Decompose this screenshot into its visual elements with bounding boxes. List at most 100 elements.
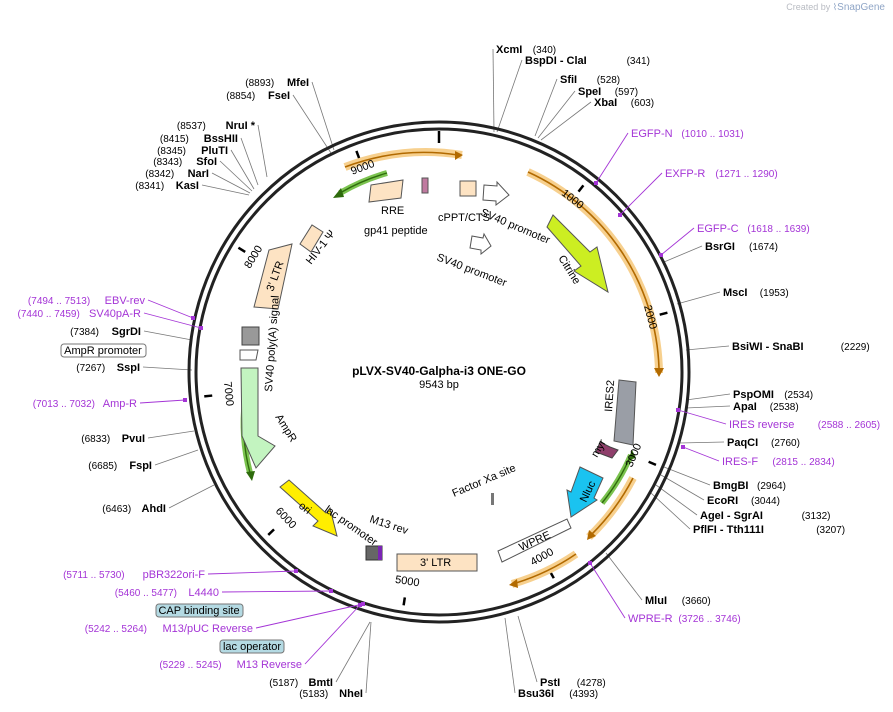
- site-name-fsei: FseI: [268, 90, 290, 102]
- leader-nari: [211, 172, 251, 194]
- green-arrowhead-top: [333, 188, 344, 198]
- site-pos-bsu36i: (4393): [569, 689, 598, 700]
- site-msci: MscI(1953): [723, 287, 789, 299]
- primer-amp-r: Amp-R(7013 .. 7032): [33, 398, 137, 410]
- site-name-bspdi: BspDI - ClaI: [525, 55, 587, 67]
- leader-agei: [655, 484, 698, 516]
- site-name-pspomi: PspOMI: [733, 389, 774, 401]
- leader-pluti: [230, 149, 255, 190]
- tick-6000: [267, 528, 275, 536]
- site-name-apai: ApaI: [733, 401, 757, 413]
- site-pos-nhei: (5183): [299, 689, 328, 700]
- primer-leader-egfp-c: [660, 227, 695, 256]
- primer-name-l4440: L4440: [188, 587, 219, 599]
- site-name-bsrgi: BsrGI: [705, 241, 735, 253]
- primer-range-egfp-c: (1618 .. 1639): [747, 224, 809, 235]
- site-pos-sfoi: (8343): [153, 157, 182, 168]
- primer-range-sv40pa-r: (7440 .. 7459): [18, 309, 80, 320]
- tick-7000: [204, 394, 213, 398]
- site-pos-xcmi: (340): [533, 45, 556, 56]
- sv40-promoter-1-feature: [482, 180, 510, 207]
- tick-1000: [577, 184, 585, 193]
- site-kasi: KasI (8341): [135, 180, 199, 192]
- site-name-ahdi: AhdI: [142, 503, 166, 515]
- site-xbai: XbaI(603): [594, 97, 654, 109]
- site-pos-mfei: (8893): [245, 78, 274, 89]
- leader-spei: [537, 90, 576, 139]
- site-name-nrui: NruI *: [226, 120, 256, 132]
- site-name-xbai: XbaI: [594, 97, 617, 109]
- gp41-peptide-feature: [421, 177, 429, 194]
- site-pos-fsei: (8854): [226, 91, 255, 102]
- site-bspdi: BspDI - ClaI (341): [525, 55, 650, 67]
- site-bsrgi: BsrGI (1674): [705, 241, 778, 253]
- site-name-kasi: KasI: [176, 180, 199, 192]
- site-pos-ahdi: (6463): [102, 504, 131, 515]
- site-name-nhei: NheI: [339, 688, 363, 700]
- leader-lines: [142, 48, 731, 694]
- leader-xbai: [540, 101, 592, 141]
- primer-range-m13-puc-reverse: (5242 .. 5264): [85, 624, 147, 635]
- site-pos-pvui: (6833): [81, 434, 110, 445]
- site-name-sfoi: SfoI: [196, 156, 217, 168]
- snapgene-credit: Created by ⌇SnapGene: [786, 2, 885, 13]
- cppt-label: cPPT/CTS: [438, 212, 490, 224]
- site-name-agei: AgeI - SgrAI: [700, 510, 763, 522]
- site-pos-bsrgi: (1674): [749, 242, 778, 253]
- site-pos-msci: (1953): [760, 288, 789, 299]
- leader-pspomi: [685, 393, 731, 401]
- plasmid-name: pLVX-SV40-Galpha-i3 ONE-GO: [352, 364, 526, 378]
- lac-operator-label: lac operator: [223, 641, 281, 653]
- tick-label-6000: 6000: [273, 505, 299, 531]
- site-bmti: BmtI(5187): [269, 677, 333, 689]
- primer-egfp-n: EGFP-N(1010 .. 1031): [631, 128, 744, 140]
- ltr3-feature: [396, 553, 478, 572]
- ori-label: ori: [296, 500, 313, 517]
- primer-mark-l4440: [329, 589, 333, 593]
- ampr-feature: [240, 367, 276, 469]
- backbone-outer: [187, 120, 691, 624]
- leader-mfei: [311, 81, 335, 151]
- site-pos-bsshii: (8415): [160, 134, 189, 145]
- site-pos-bmti: (5187): [269, 678, 298, 689]
- citrine-feature: [546, 214, 609, 294]
- site-name-pflfi: PflFI - Tth111I: [693, 524, 764, 536]
- site-name-nari: NarI: [188, 168, 209, 180]
- site-name-psti: PstI: [540, 677, 560, 689]
- site-pvui: PvuI(6833): [81, 433, 145, 445]
- tick-label-5000: 5000: [394, 574, 420, 590]
- site-name-paqci: PaqCI: [727, 437, 758, 449]
- site-ecori: EcoRI(3044): [707, 495, 780, 507]
- site-pos-mlui: (3660): [682, 596, 711, 607]
- ires2-feature: [613, 379, 637, 446]
- primer-leader-m13-reverse: [304, 604, 361, 665]
- primer-range-pbr322ori-f: (5711 .. 5730): [63, 570, 125, 581]
- site-pos-agei: (3132): [802, 511, 831, 522]
- leader-kasi: [201, 184, 250, 196]
- site-name-mfei: MfeI: [287, 77, 309, 89]
- wpre-feature: [497, 518, 572, 563]
- site-pos-kasi: (8341): [135, 181, 164, 192]
- primer-mark-ires-f: [681, 445, 685, 449]
- primer-mark-wpre-r: [588, 561, 592, 565]
- lac-operator-box: lac operator: [219, 639, 285, 654]
- primer-name-sv40pa-r: SV40pA-R: [89, 308, 141, 320]
- site-pos-bspdi: (341): [627, 56, 650, 67]
- site-name-bsiwi: BsiWI - SnaBI: [732, 341, 804, 353]
- m13-rev-feature: [378, 546, 382, 560]
- orange-arrowhead-citrine: [654, 368, 664, 377]
- site-agei: AgeI - SgrAI (3132): [700, 510, 831, 522]
- primer-leader-l4440: [221, 590, 332, 593]
- tick-marks: [204, 150, 668, 606]
- primer-range-ires-f: (2815 .. 2834): [772, 457, 834, 468]
- site-name-pluti: PluTI: [201, 145, 228, 157]
- primer-mark-m13-puc-reverse: [361, 602, 365, 606]
- site-nhei: NheI (5183): [299, 688, 363, 700]
- site-name-sgrdi: SgrDI: [112, 326, 141, 338]
- rre-label: RRE: [381, 205, 404, 217]
- primer-range-ires-reverse: (2588 .. 2605): [818, 420, 880, 431]
- site-pos-ecori: (3044): [751, 496, 780, 507]
- leader-nrui: [257, 124, 268, 178]
- primer-exfp-r: EXFP-R(1271 .. 1290): [665, 168, 778, 180]
